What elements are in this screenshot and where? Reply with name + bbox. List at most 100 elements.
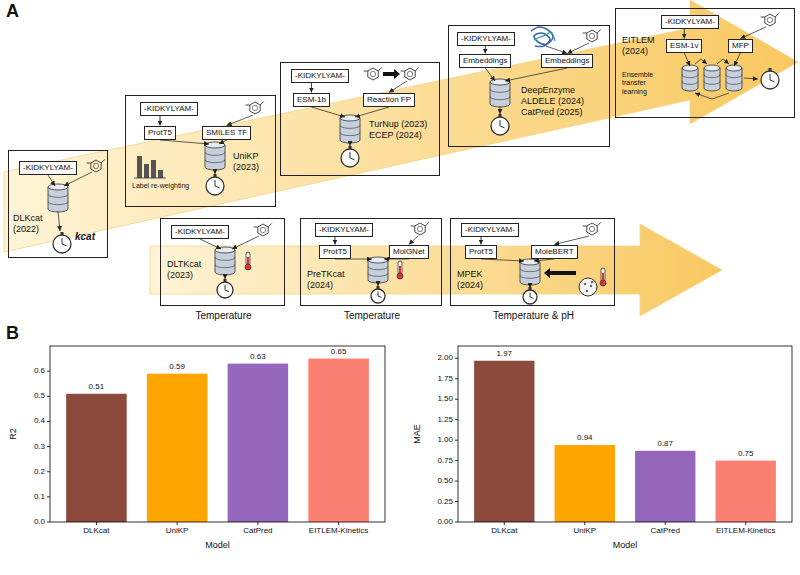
protein-structure [531, 27, 555, 47]
panel-title: DLTKcat (2023) [167, 259, 211, 281]
panel-title: TurNup (2023) ECEP (2024) [369, 119, 437, 141]
feature-box: Embeddings [541, 54, 593, 68]
feature-box: MoleBERT [531, 245, 578, 259]
connector-arrow [335, 237, 336, 245]
panel-note: Label re-weighting [132, 182, 190, 190]
molecule-icon [401, 67, 419, 80]
molecule-icon [364, 67, 382, 80]
database-cylinder [520, 259, 540, 285]
process-arrow [544, 268, 576, 278]
feed-line [734, 53, 740, 66]
feature-box: ESM-1v [666, 39, 702, 53]
box-label: -KIDKYLYAM- [175, 227, 225, 237]
stopwatch-icon [761, 68, 779, 89]
bar [147, 374, 208, 522]
bar [474, 361, 534, 522]
stopwatch-icon [217, 279, 233, 298]
box-label: -KIDKYLYAM- [23, 163, 73, 173]
panel-title: DeepEnzyme ALDELE (2024) CatPred (2025) [521, 85, 607, 117]
box-label: MoleBERT [535, 247, 574, 257]
thermometer-icon [397, 261, 403, 279]
panel-note: Ensemble transfer learning [622, 71, 667, 96]
bar [716, 461, 776, 522]
transfer-arrow [695, 93, 729, 99]
chart-label: Model [205, 541, 230, 551]
connector-arrow [160, 116, 161, 126]
panel-title: EITLEM (2024) [622, 35, 662, 57]
feature-box: Embeddings [459, 54, 511, 68]
chart-label: 0.0 [34, 518, 45, 527]
chart-label: 1.25 [437, 415, 453, 424]
model-panel: DLTKcat (2023)Temperature-KIDKYLYAM- [160, 218, 285, 306]
chart-label: MAE [413, 424, 423, 444]
chart-label: 0.75 [738, 450, 754, 459]
database-cylinder [368, 257, 388, 283]
feature-box: -KIDKYLYAM- [291, 69, 349, 83]
feed-line [744, 78, 758, 79]
box-label: -KIDKYLYAM- [144, 104, 194, 114]
histogram-icon [134, 156, 166, 178]
timeline-arrow [4, 0, 798, 252]
database-cylinder [490, 79, 510, 107]
database-cylinder [340, 115, 360, 143]
model-panel: MPEK (2024)Temperature & pH-KIDKYLYAM-Pr… [450, 218, 615, 306]
feed-line [355, 107, 389, 117]
bar-chart [455, 346, 792, 525]
model-panel: DeepEnzyme ALDELE (2024) CatPred (2025)-… [448, 25, 610, 147]
stopwatch-icon [206, 174, 224, 195]
feed-line [389, 81, 407, 93]
timeline-arrow [150, 224, 722, 316]
molecule-icon [583, 29, 601, 42]
chart-label: EITLEM-Kinetics [309, 527, 369, 536]
chart-label: 0.1 [34, 492, 45, 501]
chart-label: 1.97 [496, 350, 512, 359]
bar [228, 364, 289, 522]
feature-box: MolGNet [389, 245, 429, 259]
feed-line [350, 142, 351, 146]
box-label: MFP [732, 41, 749, 51]
feed-line [378, 282, 379, 286]
panel-letter: A [6, 2, 19, 22]
feature-box: SMILES TF [202, 126, 251, 140]
database-cylinder [48, 184, 68, 212]
feed-line [567, 43, 589, 54]
chart-label: 2.00 [437, 354, 453, 363]
molecule-icon [761, 13, 779, 26]
feed-line [485, 68, 495, 81]
chart-label: 0.5 [34, 392, 45, 401]
box-label: -KIDKYLYAM- [665, 17, 715, 27]
stopwatch-icon [523, 287, 537, 304]
model-panel: EITLEM (2024) Ensemble transfer learning -… [615, 8, 795, 118]
chart-label: 1.75 [437, 374, 453, 383]
feed-line [160, 140, 209, 144]
box-label: ESM-1b [297, 95, 326, 105]
feed-line [227, 115, 253, 126]
transfer-arrow [717, 59, 729, 64]
chart-label: 0.51 [89, 383, 105, 392]
database-cylinder [726, 65, 742, 91]
feed-line [219, 140, 227, 144]
feature-box: -KIDKYLYAM- [661, 15, 719, 29]
box-label: ProtT5 [469, 247, 493, 257]
feature-box: -KIDKYLYAM- [461, 223, 519, 237]
panel-title: DLKcat (2022) [13, 213, 57, 235]
box-label: -KIDKYLYAM- [319, 225, 369, 235]
chart-label: 0.94 [577, 434, 593, 443]
molecule-icon [246, 101, 264, 114]
connector-arrow [311, 83, 312, 93]
chart-label: 0.87 [657, 440, 673, 449]
panel-note: Temperature [161, 310, 286, 322]
chart-label: UniKP [573, 527, 596, 536]
thermometer-icon [245, 252, 251, 270]
panel-letter: B [6, 324, 19, 344]
chart-label: 0.4 [34, 417, 45, 426]
bar [635, 451, 695, 522]
chart-label: CatPred [651, 527, 680, 536]
box-label: Embeddings [545, 56, 589, 66]
chart-label: DLKcat [491, 527, 517, 536]
box-label: SMILES TF [206, 128, 247, 138]
chart-label: 0.6 [34, 367, 45, 376]
feed-line [684, 53, 690, 66]
molecule-icon [411, 222, 429, 235]
